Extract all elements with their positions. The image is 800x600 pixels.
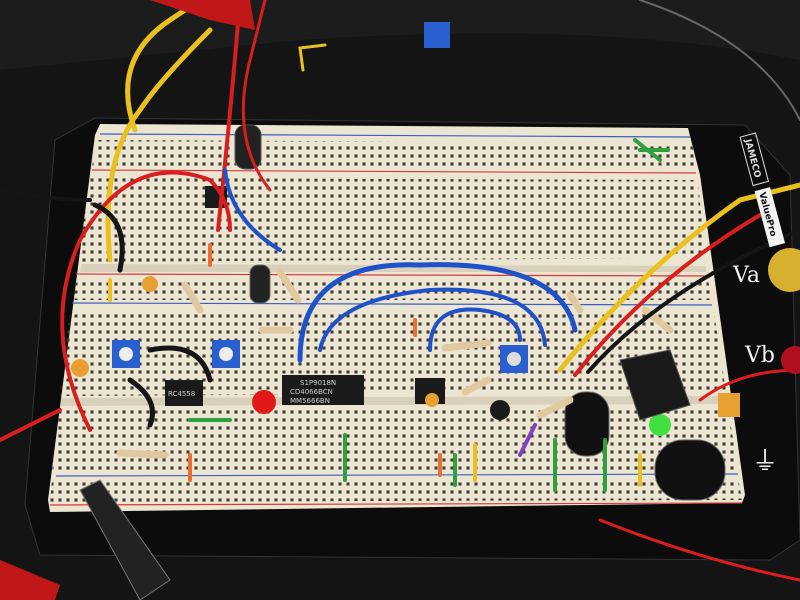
electrolytic-capacitor [564,391,610,457]
main-ic-chip: S1P9018N CD4066BCN MM5666BN [282,375,364,405]
binding-post-b[interactable] [781,346,800,374]
green-led [649,414,671,436]
potentiometer [500,345,528,373]
terminal-a-label: Va [732,263,760,288]
red-led [252,390,276,414]
wires [0,0,800,582]
ceramic-capacitor [718,393,740,417]
ground-symbol: ⏚ [752,447,778,477]
potentiometer [112,340,140,368]
svg-text:CD4066BCN: CD4066BCN [290,388,333,396]
small-ic-chip: RC4558 [165,380,203,406]
binding-post-a[interactable] [768,248,800,292]
svg-text:S1P9018N: S1P9018N [300,379,336,387]
resistors [116,268,674,459]
alligator-clip [150,0,255,30]
potentiometer [212,340,240,368]
svg-text:RC4558: RC4558 [168,390,195,398]
trimmer-pot [424,22,450,48]
ceramic-capacitor [71,359,89,377]
alligator-clip [79,479,171,600]
ceramic-capacitor [142,276,158,292]
voltage-regulator-heatsink [619,349,691,421]
terminal-b-label: Vb [744,343,775,368]
transistor [490,400,510,420]
svg-text:MM5666BN: MM5666BN [290,397,330,405]
alligator-clip [0,560,60,600]
electrolytic-capacitor [249,264,271,304]
ceramic-capacitor [425,393,439,407]
breadboard [48,124,745,512]
electrolytic-capacitor [654,439,726,501]
